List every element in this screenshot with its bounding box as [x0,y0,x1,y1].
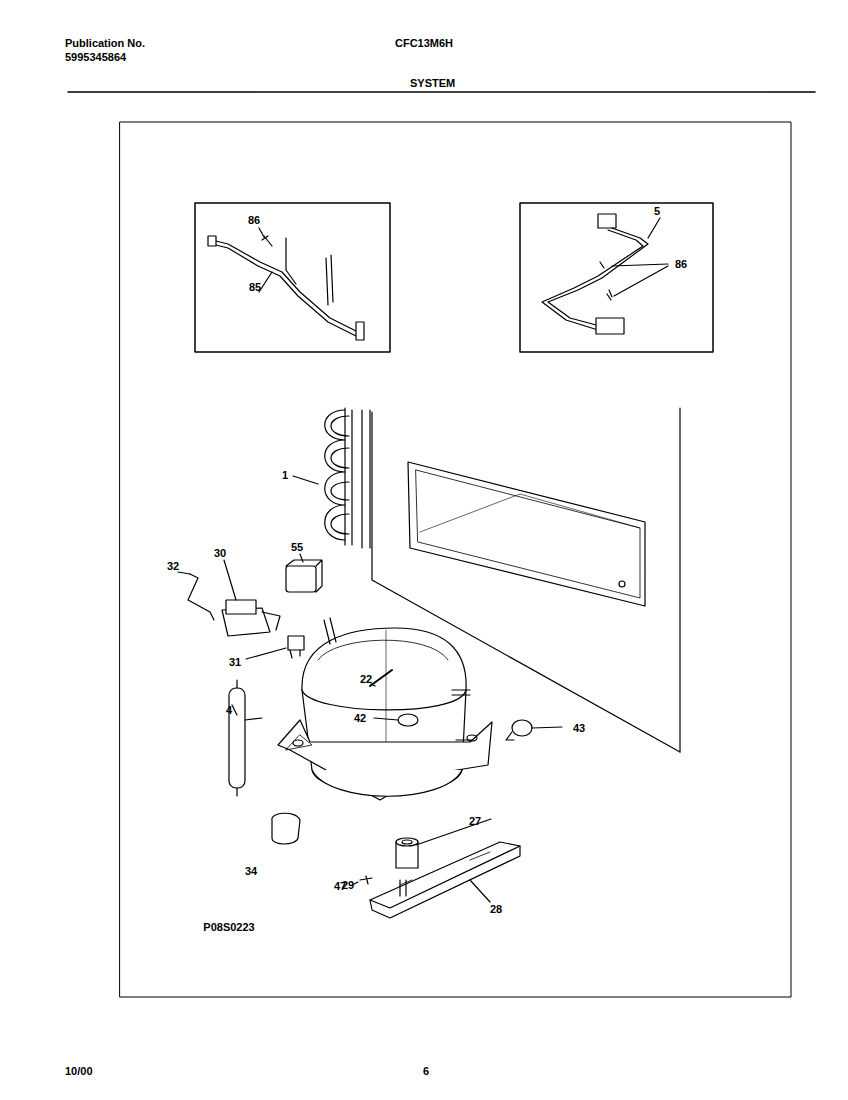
callout-number: 5 [654,206,660,217]
callout-number: 55 [291,542,303,553]
callout-number: 4 [226,705,232,716]
callout-number: 85 [249,282,261,293]
header-text: 6 [423,1066,429,1077]
callout-number: 86 [248,215,260,226]
callout-number: 22 [360,674,372,685]
page-title: SYSTEM [410,78,455,89]
callout-number: 28 [490,904,502,915]
callout-number: 34 [245,866,257,877]
callout-number: 86 [675,259,687,270]
callout-number: P08S0223 [203,922,254,933]
callout-number: 42 [354,713,366,724]
header-text: 10/00 [65,1066,93,1077]
callout-number: 27 [469,816,481,827]
callout-number: 32 [167,561,179,572]
header-text: 5995345864 [65,52,126,63]
header-text: Publication No. [65,38,145,49]
callout-number: 43 [573,723,585,734]
callout-number: 1 [282,470,288,481]
header-text: CFC13M6H [395,38,453,49]
callout-number: 31 [229,657,241,668]
callout-number: 47 [334,881,346,892]
callout-number: 30 [214,548,226,559]
